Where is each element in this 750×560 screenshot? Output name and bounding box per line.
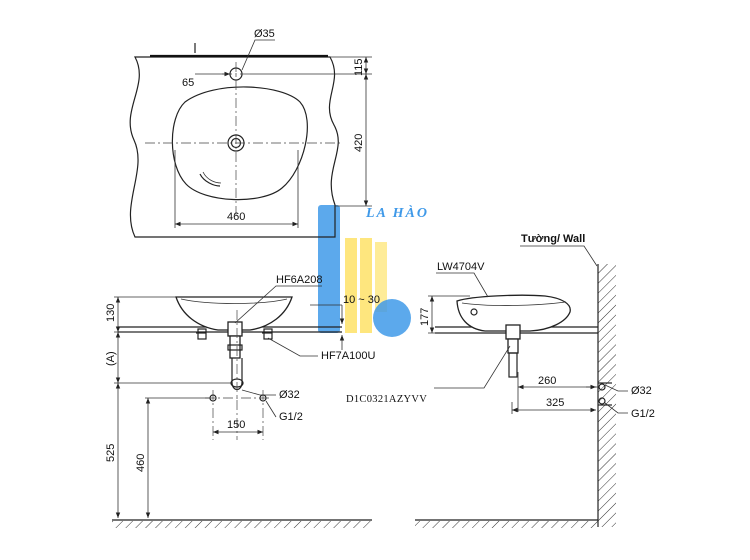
dim-hole-to-center: 115: [353, 58, 365, 76]
front-view: 150 HF6A208 HF7A100U Ø32 G1/2 10 ~ 30 13…: [105, 274, 380, 528]
side-view: Tường/ Wall LW4704V 177 D1C0321AZYVV 260: [346, 233, 655, 528]
label-trap: D1C0321AZYVV: [346, 394, 427, 405]
label-valve: HF7A100U: [321, 350, 375, 362]
label-pipe-dia: Ø32: [279, 389, 300, 401]
dim-hole-offset: 65: [182, 77, 194, 89]
dim-a: (A): [105, 351, 117, 366]
dim-width: 460: [227, 211, 245, 223]
label-waste: HF6A208: [276, 274, 322, 286]
dim-525: 525: [105, 444, 117, 462]
label-side-thread: G1/2: [631, 408, 655, 420]
dim-hole-dia: Ø35: [254, 28, 275, 40]
dim-260: 260: [538, 375, 556, 387]
dim-325: 325: [546, 397, 564, 409]
dim-spacing: 150: [227, 419, 245, 431]
label-thread: G1/2: [279, 411, 303, 423]
top-view: Ø35 65 115 420 460: [129, 28, 372, 238]
dim-177: 177: [419, 308, 431, 326]
label-model: LW4704V: [437, 261, 485, 273]
label-side-pipe-dia: Ø32: [631, 385, 652, 397]
dim-460: 460: [135, 454, 147, 472]
dim-height: 130: [105, 304, 117, 322]
label-range: 10 ~ 30: [343, 294, 380, 306]
label-wall: Tường/ Wall: [521, 233, 585, 245]
dim-depth: 420: [353, 134, 365, 152]
watermark-text: LA HÀO: [365, 204, 429, 221]
